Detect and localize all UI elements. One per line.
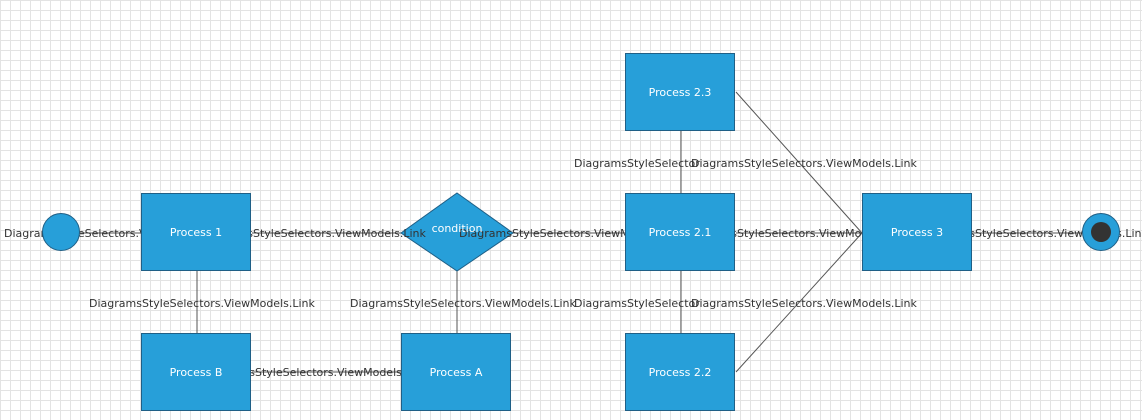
process-node-a[interactable]: Process A [401, 333, 511, 411]
condition-label[interactable]: condition [431, 222, 483, 235]
process-node-2-3[interactable]: Process 2.3 [625, 53, 735, 131]
process-node-3[interactable]: Process 3 [862, 193, 972, 271]
link-label-process21-process23-b: DiagramsStyleSelectors.ViewModels.Link [691, 157, 917, 170]
link-process22-process3 [735, 232, 863, 373]
link-label-processA-condition: DiagramsStyleSelectors.ViewModels.Link [350, 297, 576, 310]
link-label-processB-processA: DiagramsStyleSelectors.ViewModels.Link [202, 366, 428, 379]
process-node-b[interactable]: Process B [141, 333, 251, 411]
end-node[interactable] [1082, 213, 1120, 251]
link-process23-process3 [735, 91, 863, 234]
condition-diamond [400, 192, 514, 272]
end-node-dot [1091, 222, 1111, 242]
link-label-process21-process22-b: DiagramsStyleSelectors.ViewModels.Link [691, 297, 917, 310]
link-label-process21-process3: DiagramsStyleSelectors.ViewModels.Link [684, 227, 910, 240]
link-label-process21-process22-a: DiagramsStyleSelector [574, 297, 700, 310]
process-node-2-2[interactable]: Process 2.2 [625, 333, 735, 411]
process-node-1[interactable]: Process 1 [141, 193, 251, 271]
start-node[interactable] [42, 213, 80, 251]
link-label-process1-processB: DiagramsStyleSelectors.ViewModels.Link [89, 297, 315, 310]
process-node-2-1[interactable]: Process 2.1 [625, 193, 735, 271]
link-label-process1-condition: DiagramsStyleSelectors.ViewModels.Link [200, 227, 426, 240]
link-label-process21-process23-a: DiagramsStyleSelector [574, 157, 700, 170]
